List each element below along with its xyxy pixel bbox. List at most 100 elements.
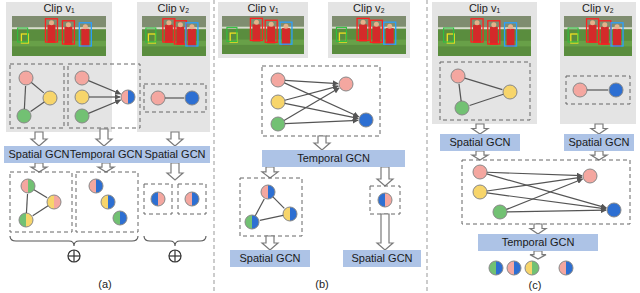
graph-node [19,71,33,85]
graph-node [359,113,373,127]
graph-frame [178,184,206,214]
graph-node [609,83,623,97]
flow-arrow [31,132,47,146]
gcn-band: Spatial GCN [564,134,634,151]
graph-node [583,169,597,183]
flow-arrow [591,124,607,134]
graph-edge [487,193,606,209]
graph-node [607,203,621,217]
graph-edge [33,206,48,216]
graph-edge [285,120,358,123]
video-frame [438,16,531,56]
graph-edge [459,84,461,101]
graph-node [559,261,573,275]
clip-title: Clip v₂ [560,2,636,15]
panel-label: (b) [315,278,328,291]
graph-node [493,205,507,219]
graph-edge [284,83,358,117]
gcn-label: Temporal GCN [70,148,143,161]
graph-node [75,109,89,123]
graph-node [473,165,487,179]
gcn-band: Spatial GCN [343,250,421,267]
graph-node [151,91,165,105]
graph-frame [462,160,630,224]
graph-frame [262,66,380,136]
graph-node [489,261,503,275]
flow-arrow [167,132,183,146]
graph-node [271,73,285,87]
graph-node [75,90,89,104]
graph-node [473,185,487,199]
arrow-shape [167,132,183,146]
graph-edge [487,174,607,208]
graph-edge [487,177,582,191]
flow-arrow [377,167,393,186]
arrow-shape [472,124,488,134]
graph-edge [285,80,338,83]
graph-frame [240,178,302,236]
graph-node [261,185,275,199]
clip-title: Clip v₁ [432,2,537,15]
graph-edge [88,100,120,113]
graph-node [378,193,392,207]
flow-arrow [377,214,393,250]
graph-edge [260,215,283,220]
gcn-label: Spatial GCN [449,136,510,149]
graph-edge [88,81,120,94]
graph-node [113,211,127,225]
panel-label: (a) [98,278,111,291]
graph-node [573,83,587,97]
flow-arrow [167,163,183,180]
panel-label: (c) [529,279,542,292]
gcn-band: Spatial GCN [4,146,74,163]
graph-frame [68,64,140,128]
video-frame [12,16,106,56]
flow-arrow [591,151,607,160]
gcn-band: Spatial GCN [230,250,310,267]
graph-node [43,91,57,105]
graph-edge [89,96,120,97]
gcn-band: Temporal GCN [66,146,147,163]
graph-node [121,90,135,104]
graph-node [271,117,285,131]
clip-title: Clip v₁ [6,2,112,15]
graph-frame [370,186,400,214]
graph-node [101,195,115,209]
video-frame [222,16,304,54]
video-frame [564,16,632,56]
flow-arrow [98,163,114,172]
video-frame [332,16,406,54]
brace [10,236,138,246]
graph-edge [31,82,43,92]
graph-node [283,207,297,221]
flow-arrow [96,129,112,146]
flow-arrow [31,163,47,172]
graph-edge [31,102,45,111]
flow-arrow [262,167,278,178]
gcn-label: Spatial GCN [144,148,205,161]
graph-node [185,192,199,206]
clip-title: Clip v₂ [328,2,410,15]
graph-node [17,109,31,123]
graph-frame [566,76,630,104]
gcn-band: Temporal GCN [478,234,598,251]
gcn-label: Temporal GCN [502,236,575,249]
gcn-label: Spatial GCN [351,252,412,265]
flow-arrow [314,136,330,150]
clip-title: Clip v₂ [137,2,210,15]
brace [144,236,206,246]
graph-node [525,261,539,275]
panel-separator [427,0,428,293]
gcn-band: Spatial GCN [440,134,520,151]
graph-node [451,69,465,83]
graph-edge [465,78,503,90]
graph-edge [273,197,284,208]
graph-node [21,179,35,193]
graph-node [245,215,259,229]
graph-edge [470,94,504,105]
panel-separator [214,0,215,293]
graph-edge [165,97,184,98]
graph-node [185,91,199,105]
graph-frame [144,84,206,112]
